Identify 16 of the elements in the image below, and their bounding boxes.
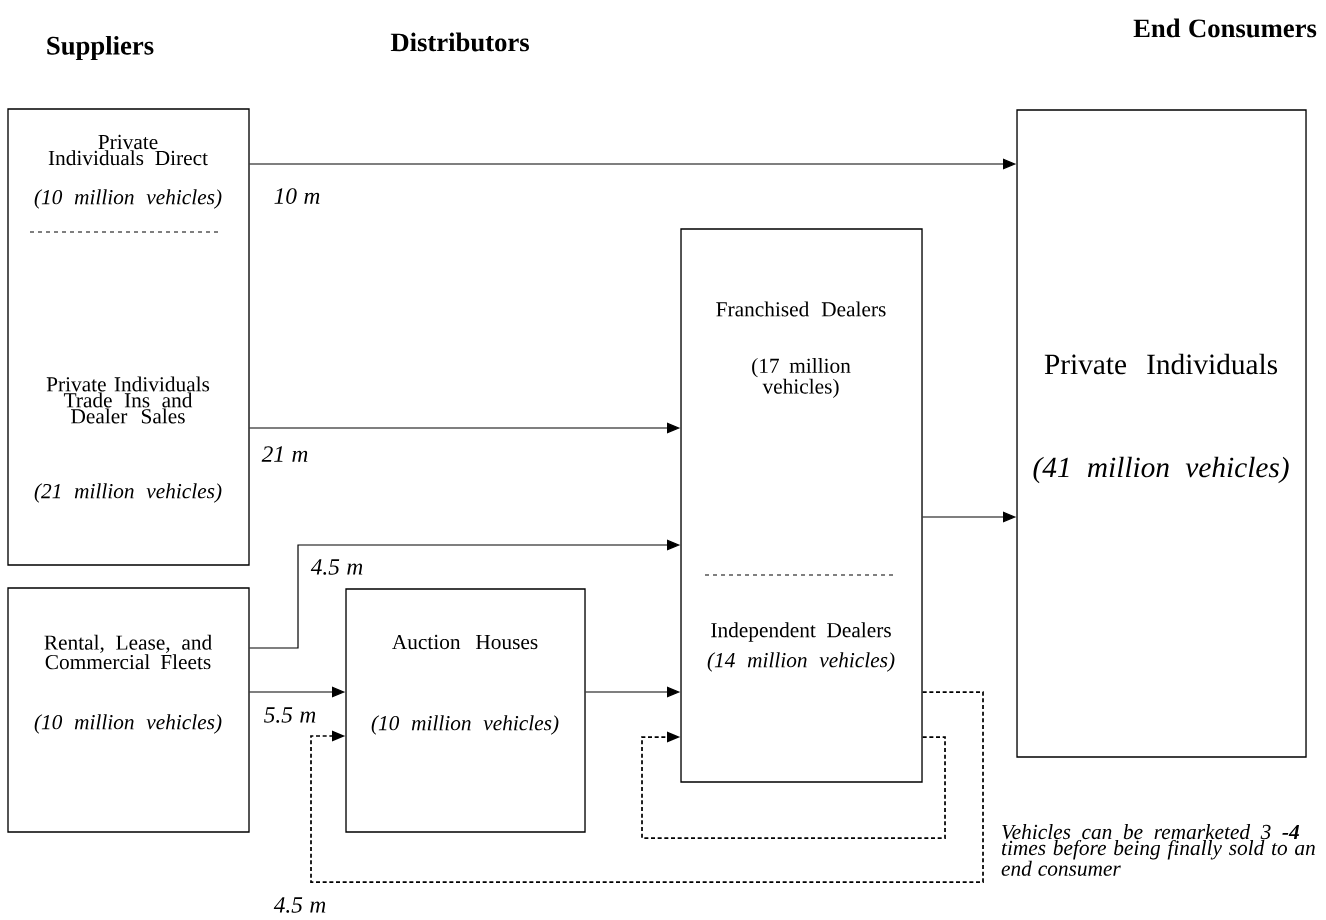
- arrow: [641, 731, 946, 839]
- supplier-box: Private Individuals Direct (10 million vehicles) Private Individuals Trade Ins and Dealer Sales (21 million vehicles): [7, 108, 250, 566]
- supplier-box: Rental, Lease, and Commercial Fleets (10 million vehicles): [7, 587, 250, 833]
- edge-label: 21 m: [260, 444, 310, 464]
- edge-label: 4.5 m: [309, 557, 365, 577]
- column-heading: End Consumers: [1133, 18, 1317, 38]
- consumer-box: Private Individuals (41 million vehicles): [1016, 109, 1307, 758]
- edge-label: 5.5 m: [262, 705, 318, 725]
- arrow: [310, 691, 984, 883]
- column-heading: Distributors: [390, 32, 529, 52]
- note-text: Vehicles can be remarketed 3 -4 times before being finally sold to an end consumer: [1001, 824, 1315, 876]
- edge-label: 4.5 m: [272, 895, 328, 915]
- edge-label: 10 m: [272, 186, 322, 206]
- dealer-box: Franchised Dealers (17 million vehicles) Independent Dealers (14 million vehicles): [680, 228, 923, 783]
- column-heading: Suppliers: [47, 35, 154, 61]
- auction-box: Auction Houses (10 million vehicles): [345, 588, 586, 833]
